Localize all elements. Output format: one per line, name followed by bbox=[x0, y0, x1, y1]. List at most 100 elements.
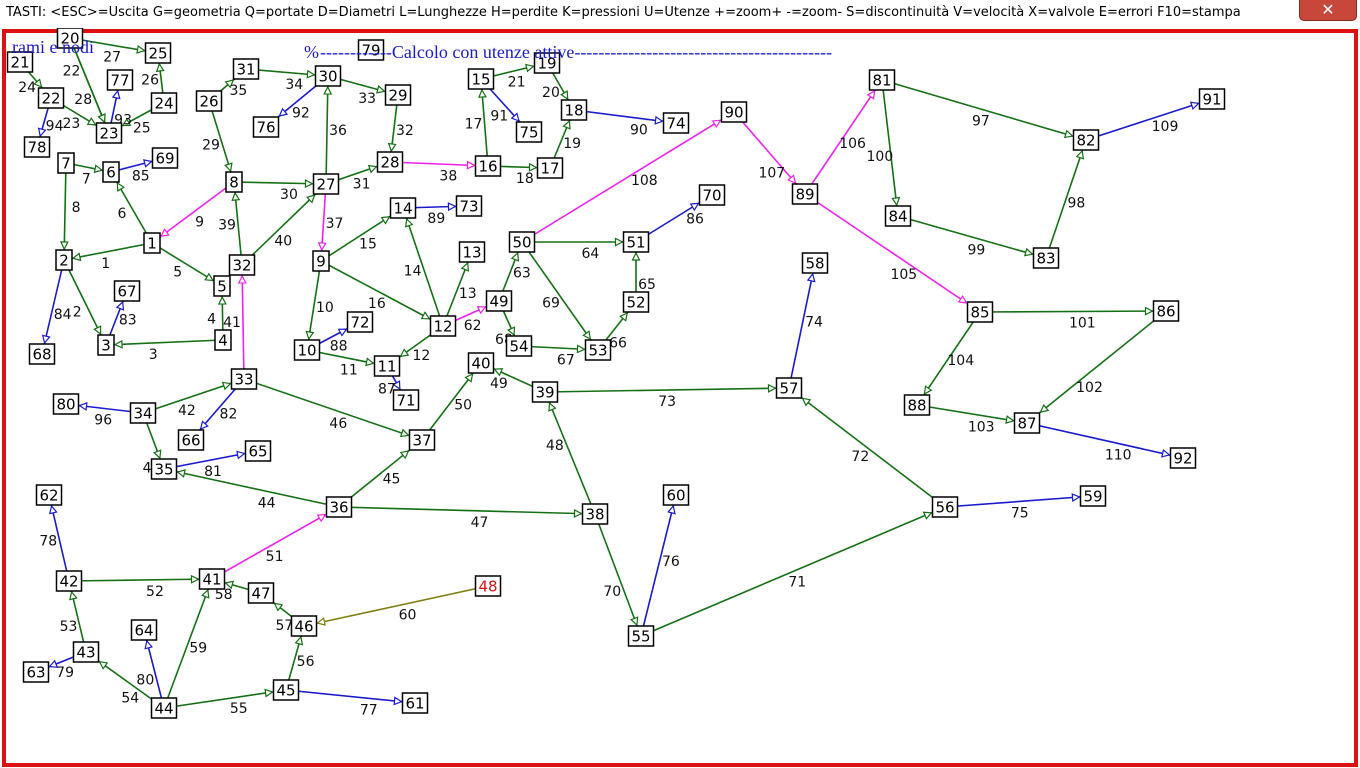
node-10[interactable]: 10 bbox=[293, 339, 321, 361]
node-71[interactable]: 71 bbox=[392, 389, 420, 411]
node-67[interactable]: 67 bbox=[113, 280, 141, 302]
node-66[interactable]: 66 bbox=[177, 429, 205, 451]
node-35[interactable]: 35 bbox=[150, 458, 178, 480]
node-51[interactable]: 51 bbox=[622, 231, 650, 253]
node-81[interactable]: 81 bbox=[868, 69, 896, 91]
node-6[interactable]: 6 bbox=[102, 161, 120, 183]
node-25[interactable]: 25 bbox=[144, 42, 172, 64]
node-15[interactable]: 15 bbox=[467, 68, 495, 90]
node-79[interactable]: 79 bbox=[357, 39, 385, 61]
node-4[interactable]: 4 bbox=[214, 329, 232, 351]
node-label: 51 bbox=[626, 234, 645, 252]
node-13[interactable]: 13 bbox=[458, 241, 486, 263]
close-button[interactable]: ✕ bbox=[1299, 0, 1357, 21]
node-48[interactable]: 48 bbox=[474, 575, 502, 597]
pipe-label: 110 bbox=[1105, 448, 1132, 464]
node-18[interactable]: 18 bbox=[560, 99, 588, 121]
node-64[interactable]: 64 bbox=[130, 619, 158, 641]
pipe-label: 66 bbox=[609, 335, 627, 351]
node-20[interactable]: 20 bbox=[56, 28, 84, 49]
node-1[interactable]: 1 bbox=[143, 232, 161, 254]
node-92[interactable]: 92 bbox=[1169, 447, 1197, 469]
node-77[interactable]: 77 bbox=[106, 69, 134, 91]
node-52[interactable]: 52 bbox=[622, 291, 650, 313]
node-70[interactable]: 70 bbox=[698, 184, 726, 206]
node-74[interactable]: 74 bbox=[662, 112, 690, 134]
node-19[interactable]: 19 bbox=[533, 52, 561, 74]
node-39[interactable]: 39 bbox=[531, 381, 559, 403]
node-91[interactable]: 91 bbox=[1198, 88, 1226, 110]
node-30[interactable]: 30 bbox=[314, 65, 342, 87]
node-28[interactable]: 28 bbox=[376, 151, 404, 173]
node-82[interactable]: 82 bbox=[1072, 129, 1100, 151]
node-47[interactable]: 47 bbox=[247, 582, 275, 604]
node-63[interactable]: 63 bbox=[22, 661, 50, 683]
node-60[interactable]: 60 bbox=[662, 484, 690, 506]
node-38[interactable]: 38 bbox=[581, 503, 609, 525]
node-53[interactable]: 53 bbox=[584, 339, 612, 361]
node-24[interactable]: 24 bbox=[150, 92, 178, 114]
node-61[interactable]: 61 bbox=[401, 692, 429, 714]
node-65[interactable]: 65 bbox=[244, 440, 272, 462]
node-55[interactable]: 55 bbox=[627, 625, 655, 647]
node-32[interactable]: 32 bbox=[228, 254, 256, 276]
node-62[interactable]: 62 bbox=[35, 484, 63, 506]
node-16[interactable]: 16 bbox=[474, 155, 502, 177]
node-73[interactable]: 73 bbox=[455, 195, 483, 217]
node-43[interactable]: 43 bbox=[72, 641, 100, 663]
node-80[interactable]: 80 bbox=[52, 393, 80, 415]
node-41[interactable]: 41 bbox=[198, 568, 226, 590]
node-8[interactable]: 8 bbox=[225, 171, 243, 193]
node-76[interactable]: 76 bbox=[252, 116, 280, 138]
node-68[interactable]: 68 bbox=[28, 343, 56, 365]
node-75[interactable]: 75 bbox=[515, 121, 543, 143]
node-49[interactable]: 49 bbox=[485, 290, 513, 312]
node-78[interactable]: 78 bbox=[23, 136, 51, 158]
node-72[interactable]: 72 bbox=[346, 311, 374, 333]
node-34[interactable]: 34 bbox=[129, 402, 157, 424]
node-57[interactable]: 57 bbox=[775, 377, 803, 399]
node-37[interactable]: 37 bbox=[408, 429, 436, 451]
node-58[interactable]: 58 bbox=[801, 252, 829, 274]
node-2[interactable]: 2 bbox=[55, 249, 73, 271]
node-27[interactable]: 27 bbox=[312, 173, 340, 195]
node-36[interactable]: 36 bbox=[325, 496, 353, 518]
node-23[interactable]: 23 bbox=[95, 122, 123, 144]
node-21[interactable]: 21 bbox=[6, 51, 34, 73]
node-89[interactable]: 89 bbox=[791, 183, 819, 205]
node-59[interactable]: 59 bbox=[1079, 485, 1107, 507]
node-7[interactable]: 7 bbox=[57, 152, 75, 174]
node-26[interactable]: 26 bbox=[195, 90, 223, 112]
pipe-line bbox=[788, 262, 816, 389]
node-12[interactable]: 12 bbox=[429, 315, 457, 337]
node-31[interactable]: 31 bbox=[232, 58, 260, 80]
node-54[interactable]: 54 bbox=[505, 335, 533, 357]
node-50[interactable]: 50 bbox=[508, 231, 536, 253]
node-87[interactable]: 87 bbox=[1013, 412, 1041, 434]
node-17[interactable]: 17 bbox=[536, 157, 564, 179]
node-45[interactable]: 45 bbox=[272, 679, 300, 701]
node-box bbox=[384, 84, 412, 106]
node-44[interactable]: 44 bbox=[150, 697, 178, 719]
node-56[interactable]: 56 bbox=[931, 496, 959, 518]
node-84[interactable]: 84 bbox=[884, 205, 912, 227]
node-86[interactable]: 86 bbox=[1152, 300, 1180, 322]
node-5[interactable]: 5 bbox=[213, 275, 231, 297]
node-14[interactable]: 14 bbox=[389, 197, 417, 219]
flow-arrow-icon bbox=[1063, 129, 1074, 139]
node-42[interactable]: 42 bbox=[55, 570, 83, 592]
node-40[interactable]: 40 bbox=[467, 352, 495, 374]
node-69[interactable]: 69 bbox=[151, 147, 179, 169]
node-3[interactable]: 3 bbox=[97, 334, 115, 356]
node-9[interactable]: 9 bbox=[312, 250, 330, 272]
node-33[interactable]: 33 bbox=[230, 368, 258, 390]
node-22[interactable]: 22 bbox=[37, 87, 65, 109]
node-85[interactable]: 85 bbox=[966, 301, 994, 323]
node-90[interactable]: 90 bbox=[720, 101, 748, 123]
node-46[interactable]: 46 bbox=[290, 615, 318, 637]
node-29[interactable]: 29 bbox=[384, 84, 412, 106]
node-88[interactable]: 88 bbox=[903, 394, 931, 416]
node-83[interactable]: 83 bbox=[1032, 247, 1060, 269]
flow-arrow-icon bbox=[97, 113, 106, 124]
node-11[interactable]: 11 bbox=[373, 355, 401, 377]
